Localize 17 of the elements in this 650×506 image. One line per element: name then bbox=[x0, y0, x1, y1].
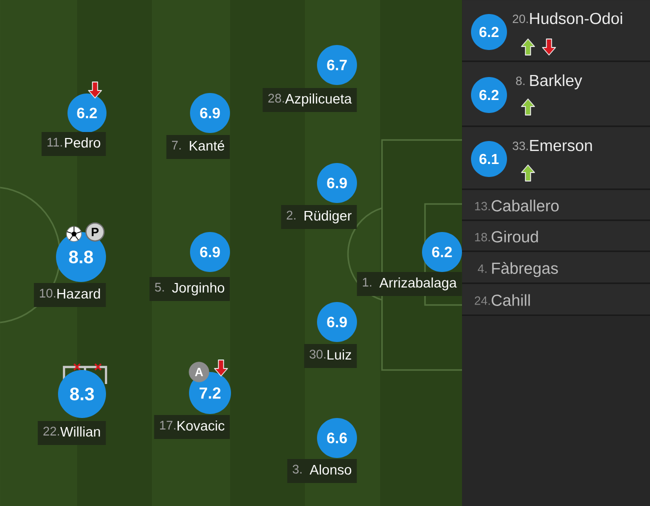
name-plate: 10. Hazard bbox=[34, 283, 106, 307]
letter-badge: A bbox=[188, 362, 210, 382]
name-plate: 3. Alonso bbox=[287, 459, 357, 483]
name-plate: 1. Arrizabalaga bbox=[356, 272, 462, 296]
name-plate: 28.Azpilicueta bbox=[262, 88, 357, 112]
name-plate: 30. Luiz bbox=[304, 344, 357, 368]
list-row: 13.Caballero bbox=[462, 190, 650, 222]
list-row: 18.Giroud bbox=[462, 221, 650, 252]
name-plate: 22.Willian bbox=[38, 421, 106, 445]
list-row: 4. Fàbregas bbox=[462, 252, 650, 284]
letter-badge: P bbox=[85, 222, 105, 242]
name-plate: 17. Kovacic bbox=[154, 415, 230, 439]
name-plate: 5. Jorginho bbox=[150, 277, 230, 301]
name-plate: 2. Rüdiger bbox=[281, 205, 357, 229]
name-plate: 7. Kanté bbox=[166, 135, 230, 159]
list-row: 24.Cahill bbox=[462, 284, 650, 316]
name-plate: 11. Pedro bbox=[42, 132, 106, 156]
